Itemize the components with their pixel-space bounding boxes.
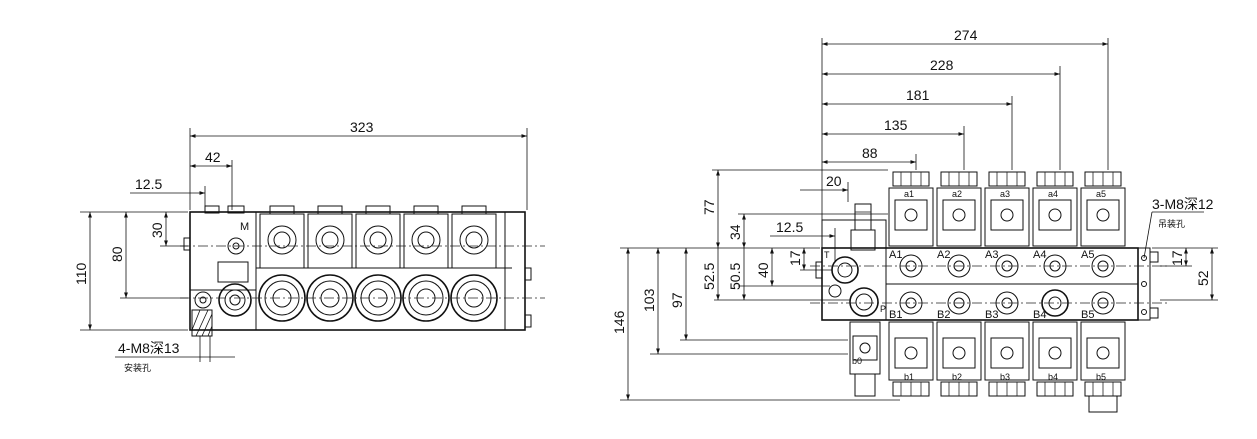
- left-valve-sections: [258, 205, 498, 322]
- port-label-a4: A4: [1033, 249, 1046, 261]
- port-label-a2: A2: [937, 249, 950, 261]
- dim-228: 228: [930, 57, 954, 73]
- dim-146: 146: [611, 310, 627, 334]
- dim-323: 323: [350, 119, 374, 135]
- port-label-b2: B2: [937, 309, 950, 321]
- dim-135: 135: [884, 117, 908, 133]
- dim-17-right: 17: [1169, 250, 1185, 266]
- dim-52-5: 52.5: [701, 263, 717, 290]
- coil-label-b3: b3: [1000, 372, 1010, 382]
- dim-50-5: 50.5: [727, 263, 743, 290]
- coil-label-a1: a1: [904, 189, 914, 199]
- dim-17-left: 17: [787, 250, 803, 266]
- mounting-hole-label: 安装孔: [124, 362, 151, 373]
- dim-88: 88: [862, 145, 878, 161]
- left-side-view: M: [73, 119, 545, 373]
- port-label-a1: A1: [889, 249, 902, 261]
- inlet-coil-label: b0: [852, 356, 862, 366]
- coil-label-a3: a3: [1000, 189, 1010, 199]
- port-m-label: M: [240, 221, 249, 233]
- port-label-a3: A3: [985, 249, 998, 261]
- dim-12-5: 12.5: [135, 176, 162, 192]
- lifting-hole-note: 3-M8深12: [1152, 196, 1214, 212]
- coil-label-b5: b5: [1096, 372, 1106, 382]
- dim-34: 34: [727, 224, 743, 240]
- dim-103: 103: [641, 288, 657, 312]
- port-label-b5: B5: [1081, 309, 1094, 321]
- coil-label-b4: b4: [1048, 372, 1058, 382]
- dim-80: 80: [109, 246, 125, 262]
- dim-181: 181: [906, 87, 930, 103]
- port-label-a5: A5: [1081, 249, 1094, 261]
- coil-label-b1: b1: [904, 372, 914, 382]
- dim-40: 40: [755, 262, 771, 278]
- dim-274: 274: [954, 27, 978, 43]
- dim-12-5-right: 12.5: [776, 219, 803, 235]
- mounting-hole-note: 4-M8深13: [118, 340, 180, 356]
- port-label-b4: B4: [1033, 309, 1046, 321]
- port-p-label: P: [880, 304, 886, 314]
- section-labels: a1 a2 a3 a4 a5 b1 b2 b3 b4 b5 A1 A2 A3 A…: [889, 189, 1106, 382]
- lifting-hole-label: 吊装孔: [1158, 218, 1185, 229]
- dim-52: 52: [1195, 270, 1211, 286]
- coil-label-a4: a4: [1048, 189, 1058, 199]
- right-dimensions: 274 228 181 135 88 20 12.5: [611, 27, 1218, 401]
- left-dimensions: 323 42 12.5 110 80 30 4-: [73, 119, 528, 373]
- right-valve-sections: [888, 171, 1126, 413]
- dim-42: 42: [205, 149, 221, 165]
- dim-110: 110: [73, 262, 89, 285]
- port-label-b1: B1: [889, 309, 902, 321]
- dim-77: 77: [701, 199, 717, 215]
- dim-97: 97: [669, 292, 685, 308]
- coil-label-a2: a2: [952, 189, 962, 199]
- dim-20: 20: [826, 173, 842, 189]
- right-top-view: P T b0: [611, 27, 1218, 413]
- coil-label-b2: b2: [952, 372, 962, 382]
- coil-label-a5: a5: [1096, 189, 1106, 199]
- dim-30: 30: [149, 222, 165, 238]
- port-t-label: T: [824, 250, 830, 260]
- port-label-b3: B3: [985, 309, 998, 321]
